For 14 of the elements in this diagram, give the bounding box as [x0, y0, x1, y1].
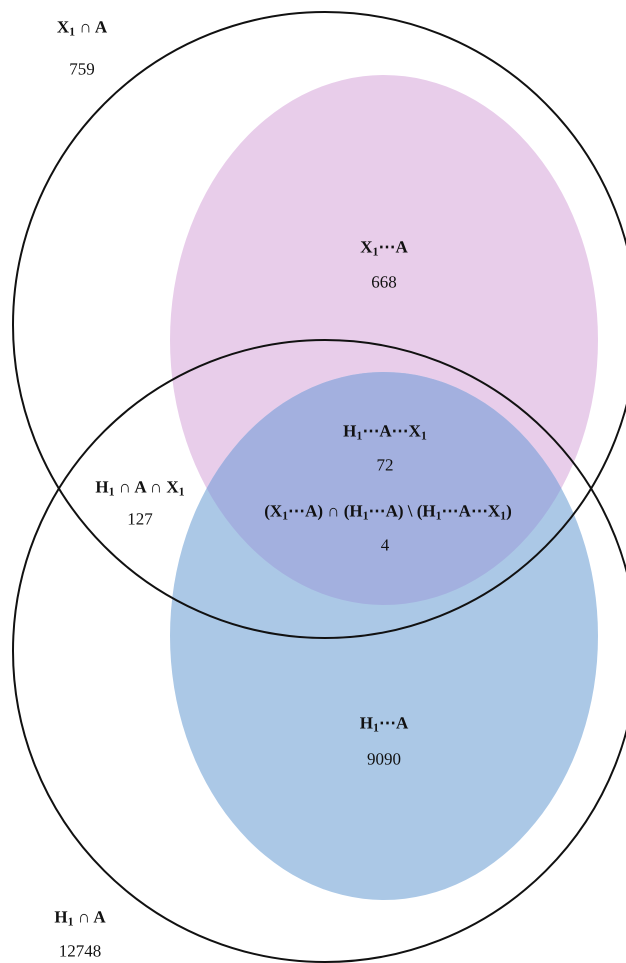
count-value: 668	[371, 274, 397, 292]
region-label: H$_{1}$⋯A⋯X$_{1}$	[343, 422, 427, 442]
count-value: 72	[376, 456, 394, 476]
set-label: H$_{1}$⋯A	[360, 714, 408, 734]
count-value: 12748	[58, 942, 102, 962]
set-label: X$_{1}$ ∩ A	[56, 18, 108, 38]
count-value: 4	[380, 536, 390, 556]
region-label: H$_{1}$ ∩ A ∩ X$_{1}$	[95, 478, 185, 498]
count-value: 9090	[367, 750, 401, 770]
count-value: 127	[127, 510, 153, 530]
set-label: X$_{1}$⋯A	[360, 238, 408, 258]
count-value: 759	[69, 60, 95, 80]
set-label: H$_{1}$ ∩ A	[54, 908, 106, 928]
region-label: (X$_{1}$⋯A) ∩ (H$_{1}$⋯A) \ (H$_{1}$⋯A⋯X$_{1}$)	[264, 502, 512, 522]
